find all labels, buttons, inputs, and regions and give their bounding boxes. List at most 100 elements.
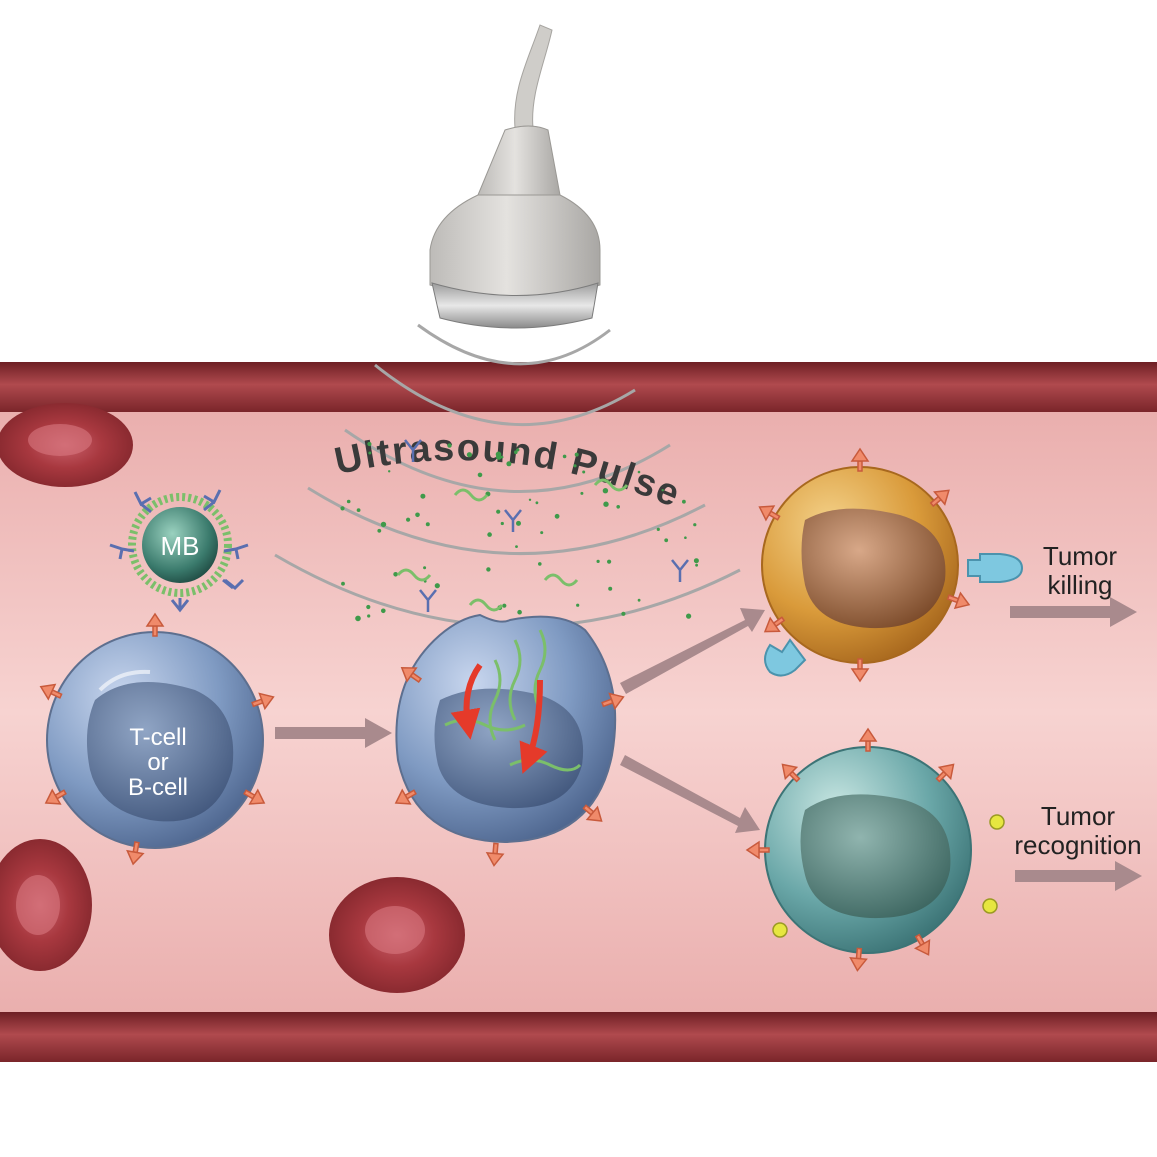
tumor-killing-line1: Tumor [1043, 541, 1117, 571]
particle-dot [664, 538, 669, 543]
particle-dot [495, 451, 502, 458]
particle-dot [538, 562, 542, 566]
particle-dot [346, 499, 351, 504]
particle-dot [562, 454, 567, 459]
particle-dot [367, 614, 371, 618]
lymphocyte-label-line3: B-cell [128, 774, 188, 801]
particle-dot [637, 470, 641, 474]
particle-dot [596, 559, 600, 564]
particle-dot [381, 608, 386, 614]
receptor-arrow-icon [601, 692, 625, 711]
antibody-icon [109, 489, 249, 613]
microbubble-label: MB [161, 531, 200, 561]
microbubble: MB [109, 489, 249, 613]
vessel-wall-bottom [0, 1012, 1157, 1062]
receptor-arrow-icon [781, 763, 801, 783]
particle-dot [573, 464, 577, 468]
particle-dot [528, 498, 532, 501]
particle-dot [415, 512, 420, 518]
lymphocyte-cell: T-cell or B-cell [46, 631, 264, 849]
particle-dot [506, 461, 512, 467]
particle-dot [516, 448, 520, 452]
particle-dot [500, 521, 504, 526]
receptor-arrow-icon [485, 842, 505, 867]
receptor-arrow-icon [850, 658, 870, 683]
particle-dot [695, 563, 698, 567]
recognition-cell [764, 746, 1005, 954]
particle-dot [684, 536, 687, 539]
particle-dot [516, 520, 521, 526]
arrow-to-killer-cell [620, 608, 765, 694]
particle-dot [355, 615, 361, 622]
red-blood-cell [0, 403, 133, 487]
arrow-to-transfected-cell [275, 718, 392, 748]
tumor-recognition-label: Tumor recognition [1014, 801, 1141, 860]
particle-dot [574, 452, 579, 457]
particle-dot [380, 521, 387, 528]
uptake-arrow [519, 679, 548, 774]
particle-dot [368, 451, 372, 455]
receptor-arrow-icon [145, 612, 165, 637]
particle-dot [693, 558, 699, 564]
particle-dot [486, 567, 491, 572]
receptor-arrow-icon [850, 447, 870, 472]
flow-arrows [275, 597, 1142, 891]
lymphocyte-label-line1: T-cell [129, 724, 186, 751]
arrow-tumor-killing [1010, 597, 1137, 627]
particle-dot [576, 603, 580, 607]
antigen-marker-icon [772, 814, 1005, 938]
particle-dot [621, 611, 626, 616]
particle-dot [554, 513, 560, 519]
receptor-arrow-icon [126, 841, 145, 866]
particle-dot [340, 506, 345, 511]
receptor-arrow-icon [39, 683, 63, 701]
dna-fragments [396, 478, 629, 612]
lymphocyte-label-line2: or [147, 749, 168, 776]
particle-dot [487, 532, 492, 537]
tumor-recognition-line2: recognition [1014, 830, 1141, 860]
tumor-killing-line2: killing [1047, 570, 1112, 600]
receptor-arrow-icon [758, 505, 781, 522]
particle-dot [514, 450, 518, 455]
ultrasound-waves [274, 323, 741, 628]
particle-dot [425, 522, 430, 527]
uptake-arrow [450, 663, 483, 740]
particle-dot [388, 470, 391, 473]
particle-dot [393, 572, 398, 577]
particle-dot [661, 489, 664, 492]
particle-dot [582, 470, 586, 474]
receptor-arrow-icon [763, 616, 786, 633]
particle-dot [420, 493, 426, 499]
particle-dot [607, 559, 612, 564]
receptor-arrow-icon [849, 947, 868, 972]
receptor-arrow-icon [946, 591, 971, 610]
receptor-arrow-icon [394, 788, 417, 805]
red-blood-cell [0, 839, 92, 971]
receptor-arrow-icon [745, 840, 770, 860]
particle-dot [356, 508, 361, 512]
arrow-tumor-recognition [1015, 861, 1142, 891]
particle-dot [535, 501, 539, 505]
receptor-arrow-icon [582, 804, 603, 822]
particle-dot [602, 488, 609, 494]
particle-dot [377, 528, 382, 533]
particle-dot [496, 509, 501, 514]
particle-dot [341, 581, 345, 586]
surface-receptors [39, 447, 971, 972]
particle-dot [406, 517, 411, 522]
tumor-recognition-line1: Tumor [1041, 801, 1115, 831]
particle-dot [686, 613, 692, 619]
particle-dot [466, 452, 472, 458]
particle-dot [423, 566, 427, 570]
arrow-to-recognition-cell [620, 755, 760, 833]
particle-dot [603, 501, 609, 507]
receptor-arrow-icon [929, 489, 950, 508]
vessel-wall-top [0, 362, 1157, 412]
receptor-arrow-icon [858, 727, 878, 752]
red-blood-cell [329, 877, 465, 993]
transfected-cell [395, 613, 617, 844]
particle-dot [540, 531, 544, 535]
particle-dot [616, 505, 620, 509]
